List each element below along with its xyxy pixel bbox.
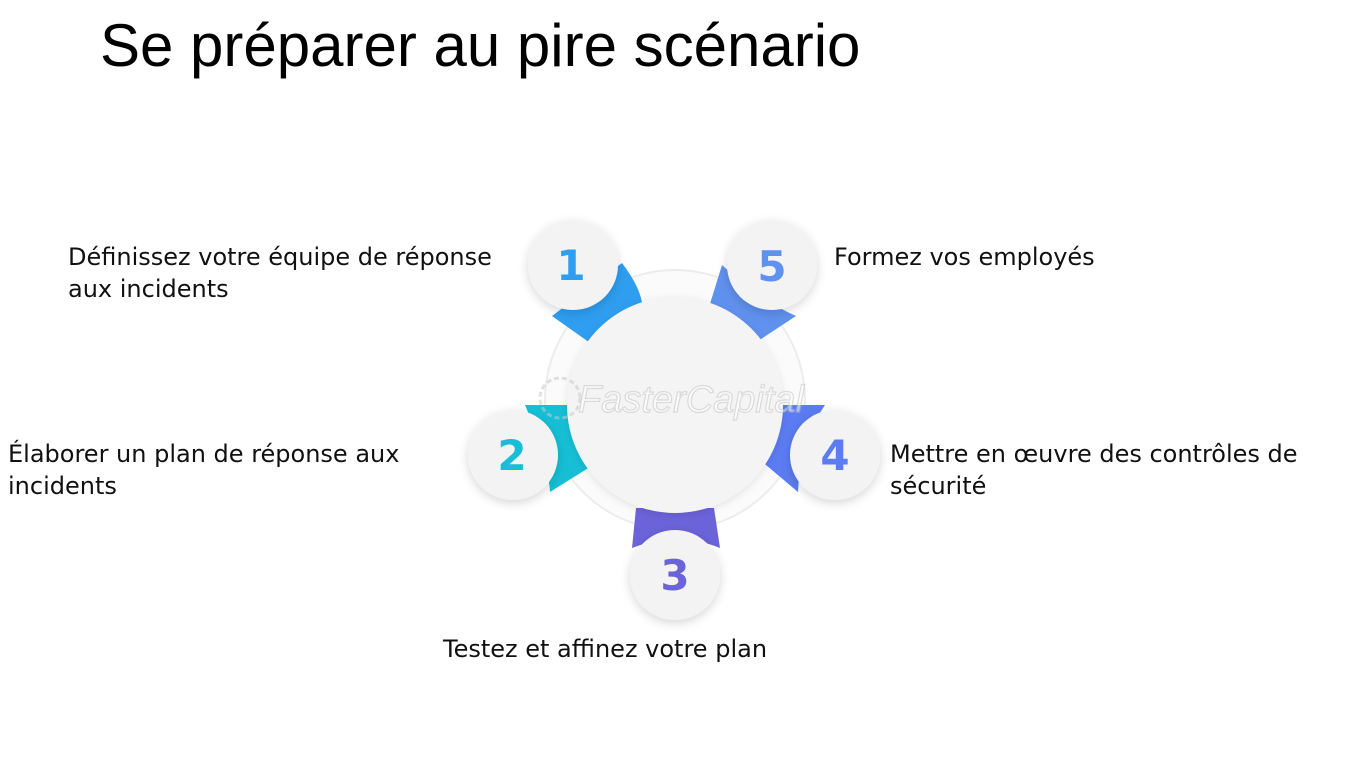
step-bubble-3: 3 (630, 530, 720, 620)
bubble-circle-2 (468, 410, 558, 500)
step-bubble-4: 4 (790, 410, 880, 500)
step-label-1: Définissez votre équipe de réponse aux i… (68, 243, 492, 303)
step-bubble-1: 1 (528, 220, 618, 310)
step-number-5: 5 (757, 242, 786, 291)
step-bubble-2: 2 (468, 410, 558, 500)
gear-icon (538, 376, 582, 420)
watermark-text: FasterCapital (578, 379, 806, 421)
center-disc (567, 297, 783, 513)
page-title: Se préparer au pire scénario (100, 12, 861, 79)
step-label-3: Testez et affinez votre plan (443, 635, 768, 663)
step-bubble-5: 5 (727, 220, 817, 310)
step-number-3: 3 (660, 551, 689, 600)
step-number-2: 2 (497, 431, 526, 480)
step-number-1: 1 (556, 241, 585, 290)
step-label-4: Mettre en œuvre des contrôles de sécurit… (890, 440, 1298, 500)
bubble-circle-5 (727, 220, 817, 310)
bubble-circle-1 (528, 220, 618, 310)
step-label-5: Formez vos employés (834, 243, 1095, 271)
step-number-4: 4 (820, 431, 849, 480)
bubble-circle-3 (630, 530, 720, 620)
connector-wedge-5 (705, 265, 796, 345)
watermark: FasterCapital (538, 376, 806, 422)
step-label-2: Élaborer un plan de réponse aux incident… (8, 440, 400, 500)
bubble-circle-4 (790, 410, 880, 500)
